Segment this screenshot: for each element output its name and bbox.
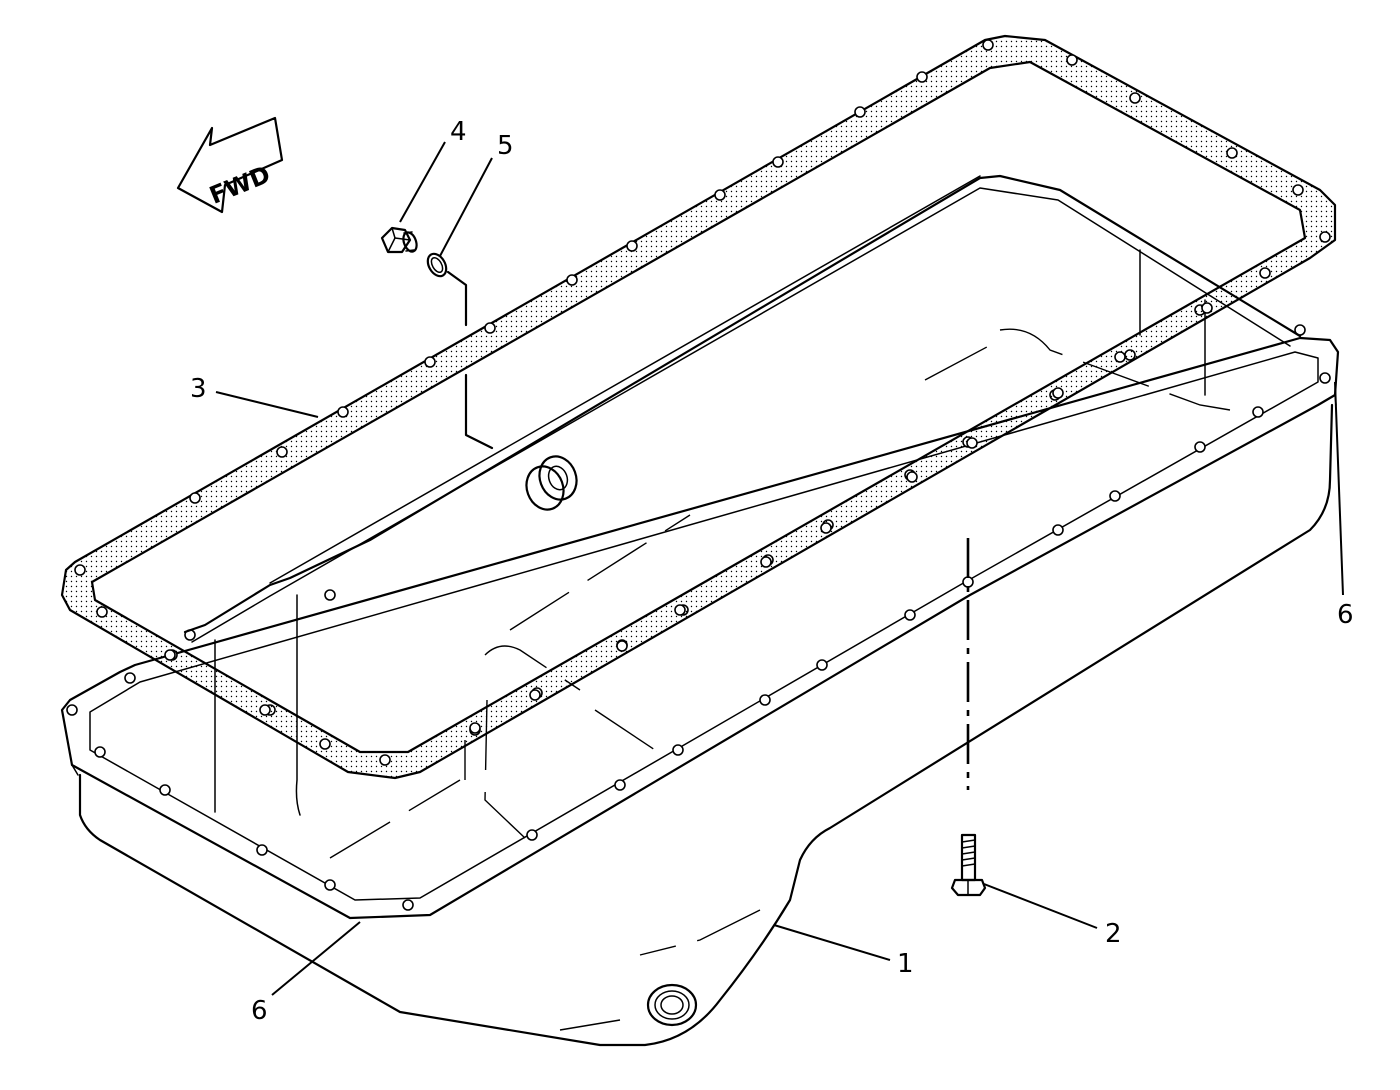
callout-6-right-label: 6 bbox=[1337, 600, 1354, 630]
callout-6-right: 6 bbox=[1334, 381, 1354, 630]
callout-3-label: 3 bbox=[190, 374, 207, 404]
callout-2-label: 2 bbox=[1105, 919, 1122, 949]
o-ring-seal-icon bbox=[426, 252, 448, 278]
callout-5: 5 bbox=[439, 131, 514, 257]
gasket-bolt-holes bbox=[74, 39, 1331, 766]
callout-1-label: 1 bbox=[897, 949, 914, 979]
callout-4-label: 4 bbox=[450, 117, 467, 147]
callout-6-left: 6 bbox=[251, 921, 361, 1026]
bolt-icon bbox=[950, 833, 987, 897]
drain-boss bbox=[646, 983, 698, 1027]
plug-boss bbox=[525, 455, 578, 511]
gasket bbox=[60, 34, 1337, 780]
callout-2: 2 bbox=[983, 883, 1122, 949]
drain-plug-icon bbox=[380, 226, 418, 254]
callout-5-label: 5 bbox=[497, 131, 514, 161]
pan-inner-rim bbox=[269, 175, 981, 584]
callout-4: 4 bbox=[399, 117, 467, 223]
plug-assembly-line bbox=[446, 270, 494, 450]
fwd-arrow-icon: FWD bbox=[176, 116, 284, 214]
callout-6-left-label: 6 bbox=[251, 996, 268, 1026]
callout-1: 1 bbox=[773, 924, 914, 979]
fwd-label: FWD bbox=[206, 160, 275, 209]
callout-3: 3 bbox=[190, 374, 319, 418]
oil-pan bbox=[60, 249, 1340, 1047]
pan-seal bbox=[183, 174, 1302, 643]
